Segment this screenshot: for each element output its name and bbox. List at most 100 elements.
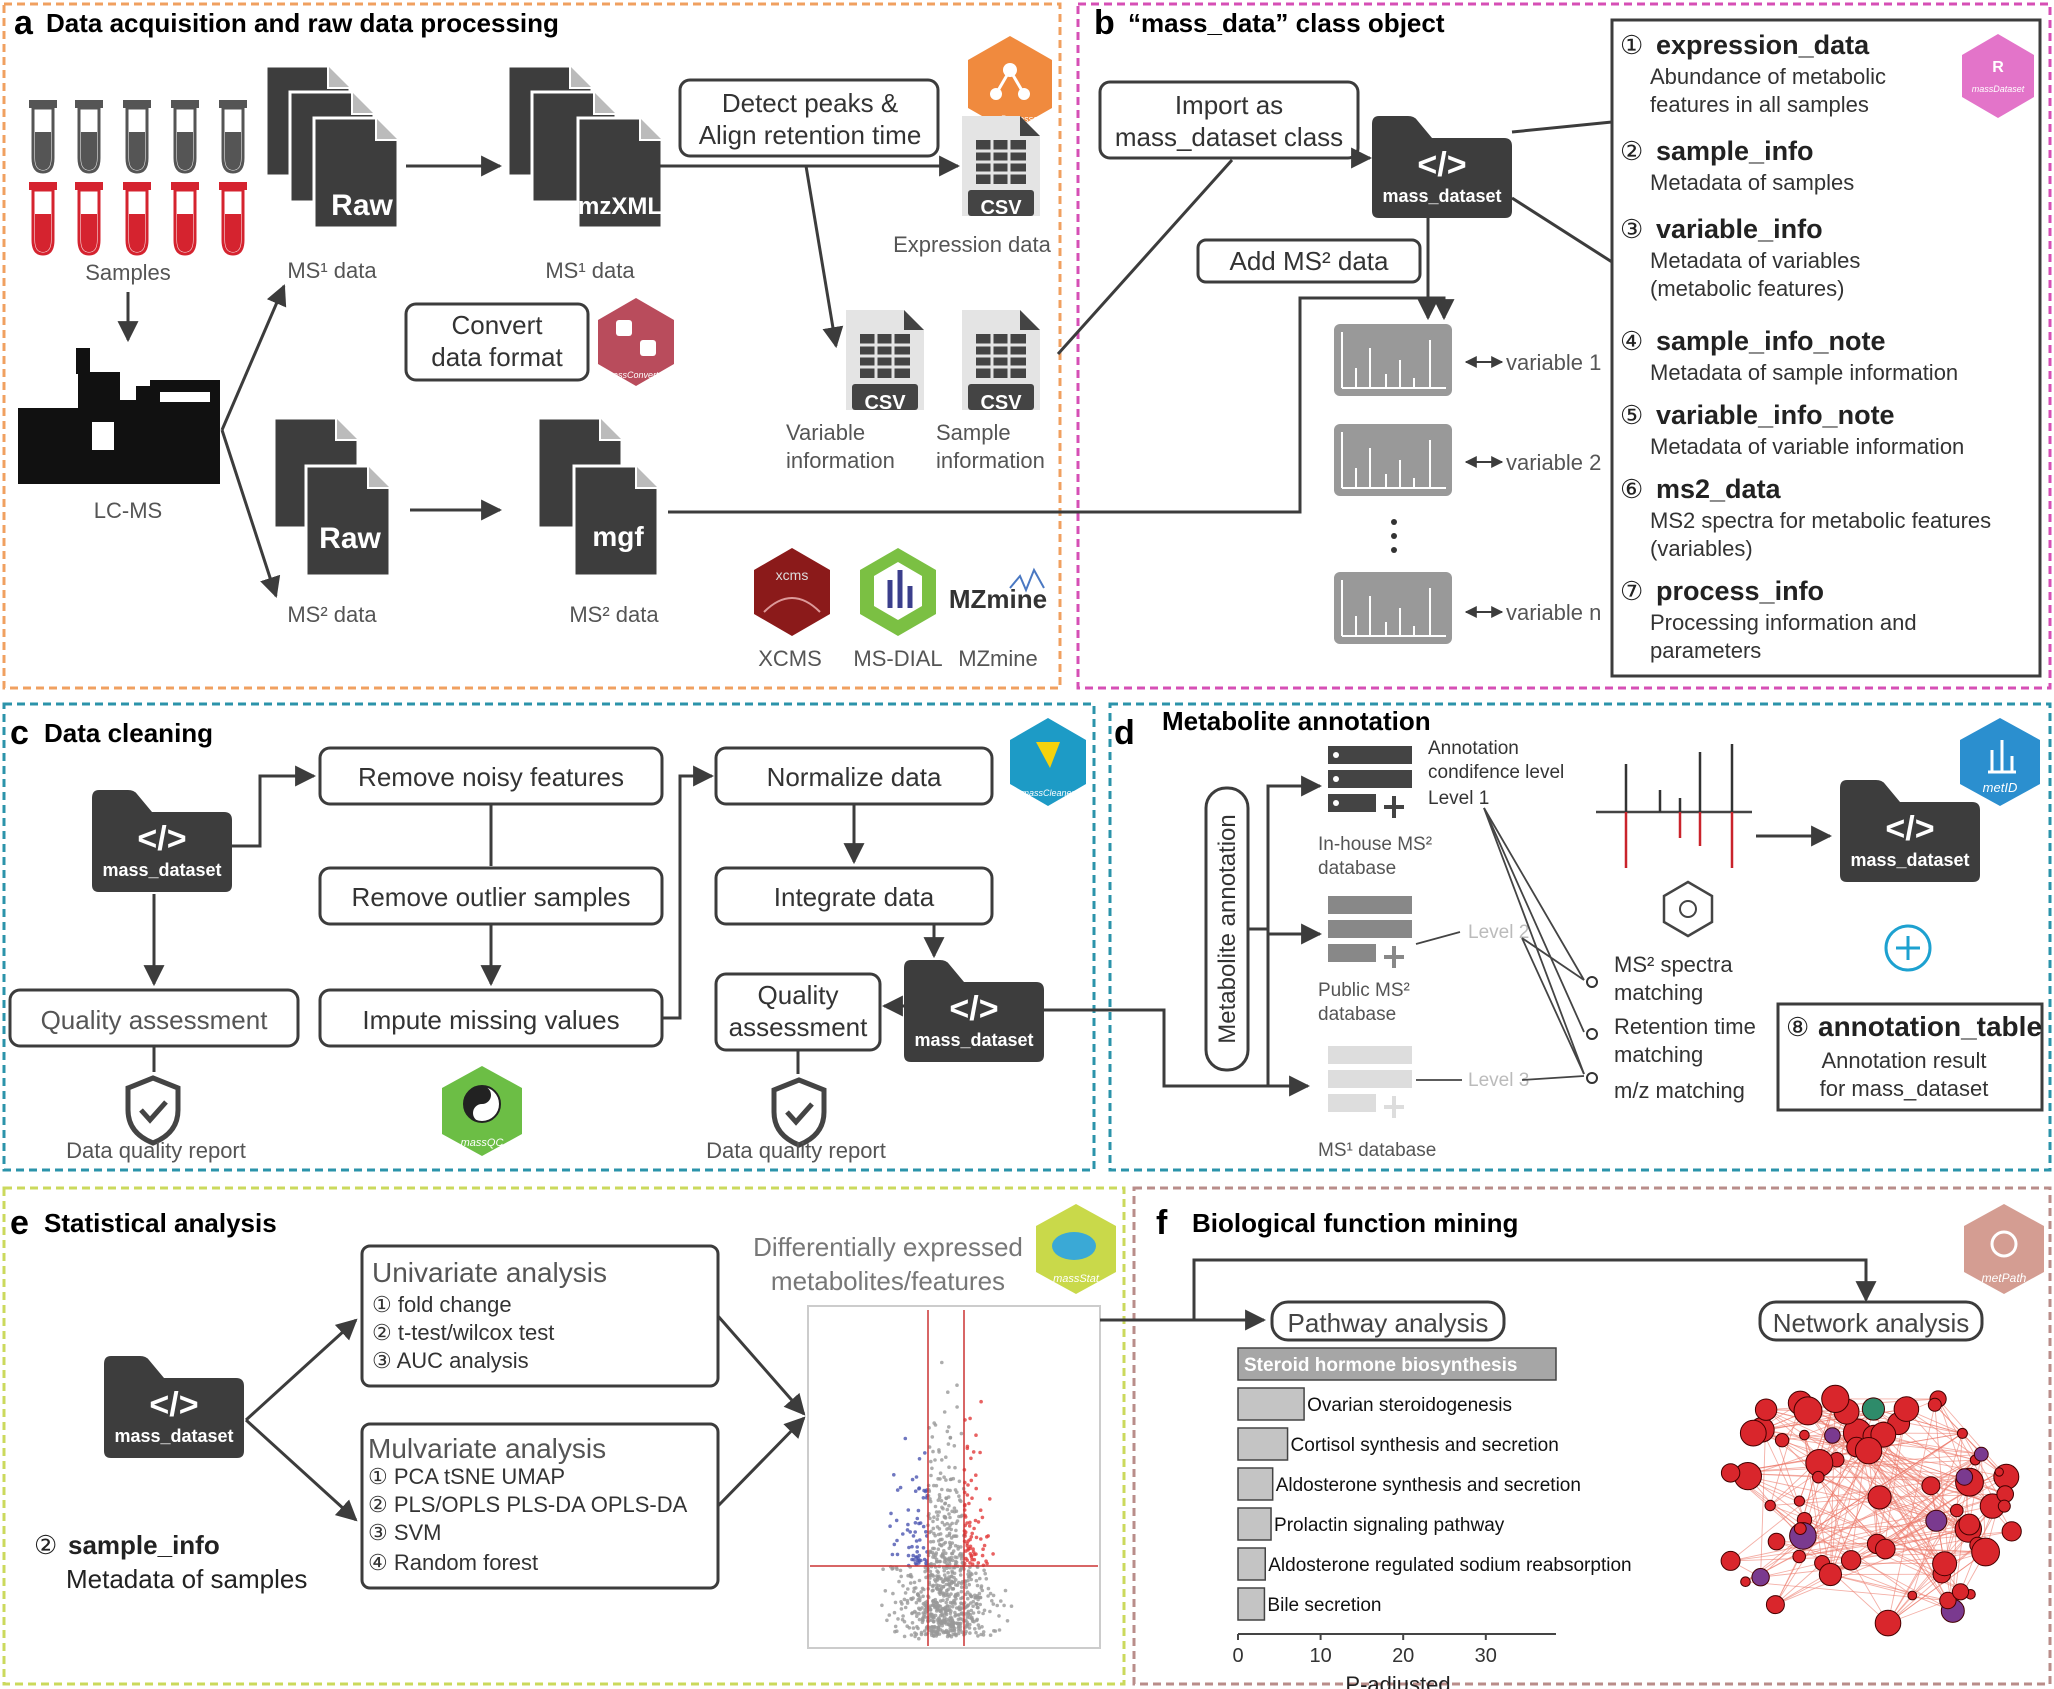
volcano-point bbox=[1003, 1588, 1008, 1593]
volcano-point bbox=[940, 1553, 945, 1557]
svg-text:</>: </> bbox=[1885, 810, 1934, 848]
volcano-point bbox=[974, 1486, 978, 1491]
network-node bbox=[1793, 1495, 1806, 1507]
massdataset-logo-text: massDataset bbox=[1972, 84, 2025, 94]
slot-desc: Metadata of variable information bbox=[1650, 434, 1964, 459]
volcano-point bbox=[931, 1519, 935, 1524]
volcano-point bbox=[976, 1520, 981, 1524]
volcano-point bbox=[919, 1630, 924, 1635]
volcano-point bbox=[959, 1514, 963, 1519]
ms2-data-label: MS² data bbox=[287, 602, 377, 627]
volcano-point bbox=[943, 1612, 947, 1616]
convert-line2: data format bbox=[431, 342, 563, 372]
volcano-point bbox=[910, 1621, 915, 1625]
volcano-point bbox=[915, 1550, 919, 1554]
volcano-point bbox=[952, 1580, 956, 1584]
volcano-point bbox=[937, 1510, 941, 1514]
volcano-point bbox=[950, 1587, 954, 1591]
volcano-point bbox=[947, 1512, 951, 1516]
volcano-point bbox=[936, 1583, 941, 1588]
volcano-point bbox=[971, 1611, 976, 1615]
volcano-point bbox=[975, 1602, 979, 1606]
convert-box bbox=[404, 302, 590, 382]
network-edge bbox=[1830, 1574, 1913, 1596]
volcano-point bbox=[953, 1614, 957, 1618]
volcano-point bbox=[942, 1514, 947, 1519]
volcano-point bbox=[974, 1433, 978, 1437]
network-node bbox=[1955, 1468, 1974, 1486]
massprocesser-logo-icon bbox=[968, 36, 1052, 132]
volcano-point bbox=[950, 1601, 954, 1606]
volcano-point bbox=[977, 1626, 982, 1630]
svg-text:</>: </> bbox=[137, 820, 186, 858]
volcano-point bbox=[921, 1524, 926, 1529]
volcano-point bbox=[950, 1509, 954, 1514]
convert-line1: Convert bbox=[451, 310, 543, 340]
metpath-logo-icon bbox=[1964, 1204, 2044, 1294]
xcms-logo-icon bbox=[754, 548, 830, 636]
multi-item-4: ④ Random forest bbox=[368, 1550, 538, 1575]
volcano-point bbox=[920, 1616, 925, 1621]
volcano-point bbox=[917, 1611, 921, 1616]
volcano-point bbox=[917, 1457, 922, 1461]
panel-f-letter: f bbox=[1156, 1204, 1168, 1242]
volcano-point bbox=[934, 1510, 939, 1514]
volcano-point bbox=[931, 1613, 935, 1617]
add-ms2-label: Add MS² data bbox=[1230, 246, 1390, 276]
massdataset-logo-icon bbox=[1962, 34, 2034, 118]
volcano-point bbox=[959, 1585, 964, 1589]
volcano-point bbox=[967, 1524, 972, 1528]
panel-d: d Metabolite annotation Metabolite annot… bbox=[1114, 706, 2044, 1161]
volcano-point bbox=[973, 1518, 978, 1523]
volcano-point bbox=[946, 1390, 950, 1394]
variable-info-line2: information bbox=[786, 448, 895, 473]
uni-item-3: ③ AUC analysis bbox=[372, 1348, 529, 1373]
svg-text:R: R bbox=[1992, 59, 2004, 76]
volcano-point bbox=[929, 1459, 933, 1464]
network-edge bbox=[1822, 1562, 1945, 1565]
volcano-point bbox=[946, 1582, 951, 1587]
mass-dataset-d-label: mass_dataset bbox=[1850, 850, 1969, 870]
slot-name: sample_info bbox=[1656, 136, 1814, 166]
volcano-point bbox=[892, 1473, 896, 1477]
volcano-point bbox=[965, 1444, 970, 1449]
volcano-point bbox=[966, 1612, 971, 1616]
volcano-point bbox=[971, 1550, 976, 1554]
detect-peaks-line2: Align retention time bbox=[699, 120, 922, 150]
volcano-point bbox=[972, 1526, 976, 1531]
univariate-title: Univariate analysis bbox=[372, 1257, 607, 1288]
volcano-point bbox=[1002, 1603, 1006, 1608]
inhouse-db-icon bbox=[1328, 746, 1412, 818]
volcano-point bbox=[914, 1475, 919, 1479]
volcano-point bbox=[945, 1507, 950, 1512]
volcano-point bbox=[924, 1606, 928, 1611]
volcano-point bbox=[939, 1621, 944, 1626]
ms1-db-label: MS¹ database bbox=[1318, 1140, 1436, 1161]
network-node bbox=[1767, 1532, 1786, 1551]
mgf-files-icon bbox=[536, 416, 660, 578]
sample-info-desc: Metadata of samples bbox=[66, 1564, 307, 1594]
lcms-instrument-icon bbox=[18, 348, 220, 484]
network-edge bbox=[1747, 1475, 1823, 1564]
network-edge bbox=[1774, 1446, 1857, 1605]
volcano-point bbox=[977, 1610, 981, 1615]
ms2-match-line2: matching bbox=[1614, 980, 1703, 1005]
msdial-label: MS-DIAL bbox=[853, 646, 942, 671]
de-line1: Differentially expressed bbox=[753, 1232, 1023, 1262]
volcano-point bbox=[952, 1444, 957, 1448]
sample-info-num: ② bbox=[34, 1530, 57, 1560]
volcano-point bbox=[946, 1619, 951, 1624]
volcano-point bbox=[928, 1569, 933, 1574]
volcano-point bbox=[944, 1496, 949, 1501]
expression-csv-text: CSV bbox=[980, 197, 1022, 219]
volcano-point bbox=[959, 1499, 963, 1504]
network-edge bbox=[1906, 1408, 2007, 1478]
pathway-analysis-box bbox=[1270, 1300, 1506, 1342]
volcano-point bbox=[953, 1559, 958, 1564]
volcano-point bbox=[940, 1537, 944, 1542]
volcano-point bbox=[956, 1544, 960, 1549]
network-edge bbox=[1830, 1574, 1948, 1601]
network-node bbox=[1824, 1427, 1841, 1444]
network-node bbox=[1764, 1499, 1776, 1512]
